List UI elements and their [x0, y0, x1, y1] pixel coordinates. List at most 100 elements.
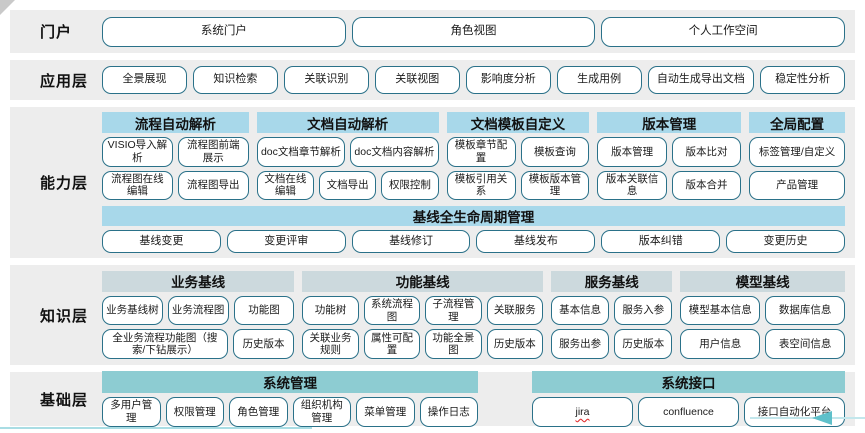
baseline-item[interactable]: 版本纠错 — [601, 229, 721, 253]
capability-item[interactable]: 模板章节配置 — [446, 137, 516, 167]
knowledge-item[interactable]: 功能树 — [302, 295, 359, 326]
interface-item[interactable]: jira — [532, 397, 633, 427]
knowledge-item[interactable]: 基本信息 — [551, 295, 610, 326]
foundation-item[interactable]: 角色管理 — [229, 397, 288, 427]
application-band-label: 应用层 — [40, 72, 89, 90]
foundation-group-system-mgmt: 系统管理 多用户管理权限管理角色管理组织机构管理菜单管理操作日志 — [102, 371, 478, 427]
knowledge-item[interactable]: 服务入参 — [614, 295, 673, 326]
application-item[interactable]: 稳定性分析 — [760, 66, 846, 94]
button-row: 服务出参历史版本 — [551, 329, 673, 360]
application-band: 应用层 全景展现知识检索关联识别关联视图影响度分析生成用例自动生成导出文档稳定性… — [10, 60, 855, 100]
portal-button-row: 系统门户角色视图个人工作空间 — [102, 16, 846, 47]
knowledge-item[interactable]: 历史版本 — [614, 329, 673, 360]
knowledge-item[interactable]: 功能全景图 — [425, 329, 482, 360]
application-item[interactable]: 知识检索 — [192, 66, 278, 94]
group-header: 模型基线 — [680, 270, 845, 292]
baseline-item[interactable]: 变更历史 — [726, 229, 845, 253]
foundation-band: 基础层 系统管理 多用户管理权限管理角色管理组织机构管理菜单管理操作日志 系统接… — [10, 371, 855, 427]
baseline-item[interactable]: 基线发布 — [476, 229, 596, 253]
knowledge-item[interactable]: 业务基线树 — [102, 295, 163, 326]
capability-item[interactable]: 标签管理/自定义 — [749, 137, 845, 167]
foundation-item[interactable]: 组织机构管理 — [292, 397, 351, 427]
capability-group-global-config: 全局配置 标签管理/自定义 产品管理 — [749, 112, 845, 200]
application-item[interactable]: 生成用例 — [556, 66, 642, 94]
baseline-item[interactable]: 基线变更 — [102, 229, 221, 253]
arrow-tail — [750, 417, 865, 419]
knowledge-item[interactable]: 关联业务规则 — [302, 329, 359, 360]
knowledge-item[interactable]: 历史版本 — [232, 329, 295, 360]
capability-item[interactable]: 版本关联信息 — [597, 170, 667, 200]
capability-item[interactable]: 文档在线编辑 — [256, 170, 314, 200]
capability-item[interactable]: VISIO导入解析 — [102, 137, 173, 167]
knowledge-item[interactable]: 功能图 — [233, 295, 295, 326]
capability-item[interactable]: 权限控制 — [381, 170, 439, 200]
teal-arrow-decoration — [750, 411, 865, 425]
capability-group-version-mgmt: 版本管理 版本管理版本比对 版本关联信息版本合并 — [597, 112, 742, 200]
button-row: 模板引用关系模板版本管理 — [446, 170, 590, 200]
application-item[interactable]: 全景展现 — [102, 66, 187, 94]
knowledge-item[interactable]: 属性可配置 — [363, 329, 421, 360]
knowledge-item[interactable]: 全业务流程功能图（搜索/下钻展示） — [102, 329, 228, 360]
capability-item[interactable]: 流程图在线编辑 — [102, 170, 173, 200]
application-item[interactable]: 关联视图 — [374, 66, 460, 94]
knowledge-item[interactable]: 历史版本 — [486, 329, 544, 360]
portal-item[interactable]: 个人工作空间 — [601, 16, 846, 47]
knowledge-groups: 业务基线 业务基线树业务流程图功能图 全业务流程功能图（搜索/下钻展示）历史版本… — [102, 270, 845, 360]
group-header: 文档自动解析 — [256, 112, 439, 134]
button-row: 功能树系统流程图子流程管理关联服务 — [302, 295, 544, 326]
application-item[interactable]: 自动生成导出文档 — [647, 66, 755, 94]
capability-group-template-custom: 文档模板自定义 模板章节配置模板查询 模板引用关系模板版本管理 — [446, 112, 590, 200]
knowledge-group-function-baseline: 功能基线 功能树系统流程图子流程管理关联服务 关联业务规则属性可配置功能全景图历… — [302, 270, 544, 360]
capability-item[interactable]: 版本比对 — [671, 137, 742, 167]
knowledge-item[interactable]: 服务出参 — [551, 329, 610, 360]
button-row: 多用户管理权限管理角色管理组织机构管理菜单管理操作日志 — [102, 397, 478, 427]
application-item[interactable]: 影响度分析 — [465, 66, 551, 94]
capability-item[interactable]: doc文档内容解析 — [350, 137, 439, 167]
knowledge-item[interactable]: 业务流程图 — [167, 295, 229, 326]
foundation-item[interactable]: 菜单管理 — [356, 397, 415, 427]
capability-item[interactable]: 版本合并 — [671, 170, 742, 200]
portal-band: 门户 系统门户角色视图个人工作空间 — [10, 10, 855, 53]
capability-item[interactable]: 模板版本管理 — [520, 170, 590, 200]
knowledge-item[interactable]: 系统流程图 — [363, 295, 421, 326]
knowledge-band-label: 知识层 — [40, 307, 89, 325]
knowledge-item[interactable]: 用户信息 — [680, 329, 761, 360]
foundation-item[interactable]: 多用户管理 — [102, 397, 161, 427]
knowledge-item[interactable]: 表空间信息 — [765, 329, 845, 360]
knowledge-group-model-baseline: 模型基线 模型基本信息数据库信息 用户信息表空间信息 — [680, 270, 845, 360]
capability-group-process-parsing: 流程自动解析 VISIO导入解析流程图前端展示 流程图在线编辑流程图导出 — [102, 112, 249, 200]
capability-item[interactable]: doc文档章节解析 — [256, 137, 346, 167]
knowledge-item[interactable]: 数据库信息 — [765, 295, 845, 326]
capability-item[interactable]: 版本管理 — [597, 137, 667, 167]
application-button-row: 全景展现知识检索关联识别关联视图影响度分析生成用例自动生成导出文档稳定性分析 — [102, 66, 846, 94]
knowledge-group-business-baseline: 业务基线 业务基线树业务流程图功能图 全业务流程功能图（搜索/下钻展示）历史版本 — [102, 270, 295, 360]
knowledge-band: 知识层 业务基线 业务基线树业务流程图功能图 全业务流程功能图（搜索/下钻展示）… — [10, 265, 855, 365]
baseline-item[interactable]: 基线修订 — [351, 229, 471, 253]
capability-item[interactable]: 流程图前端展示 — [177, 137, 249, 167]
capability-item[interactable]: 文档导出 — [319, 170, 377, 200]
button-row: 文档在线编辑文档导出权限控制 — [256, 170, 439, 200]
button-row: 版本管理版本比对 — [597, 137, 742, 167]
portal-band-label: 门户 — [40, 24, 73, 41]
button-row: 流程图在线编辑流程图导出 — [102, 170, 249, 200]
group-header: 服务基线 — [551, 270, 673, 292]
group-header: 基线全生命周期管理 — [102, 205, 845, 226]
baseline-item[interactable]: 变更评审 — [226, 229, 346, 253]
knowledge-item[interactable]: 子流程管理 — [425, 295, 482, 326]
capability-item[interactable]: 模板查询 — [520, 137, 590, 167]
group-header: 流程自动解析 — [102, 112, 249, 134]
knowledge-item[interactable]: 模型基本信息 — [680, 295, 761, 326]
interface-item[interactable]: confluence — [638, 397, 739, 427]
application-item[interactable]: 关联识别 — [283, 66, 369, 94]
capability-item[interactable]: 模板引用关系 — [446, 170, 516, 200]
foundation-item[interactable]: 操作日志 — [419, 397, 478, 427]
portal-item[interactable]: 角色视图 — [351, 16, 596, 47]
foundation-item[interactable]: 权限管理 — [165, 397, 224, 427]
portal-item[interactable]: 系统门户 — [102, 16, 346, 47]
knowledge-item[interactable]: 关联服务 — [486, 295, 544, 326]
button-row: 产品管理 — [749, 170, 845, 200]
capability-item[interactable]: 产品管理 — [749, 170, 845, 200]
capability-item[interactable]: 流程图导出 — [177, 170, 249, 200]
